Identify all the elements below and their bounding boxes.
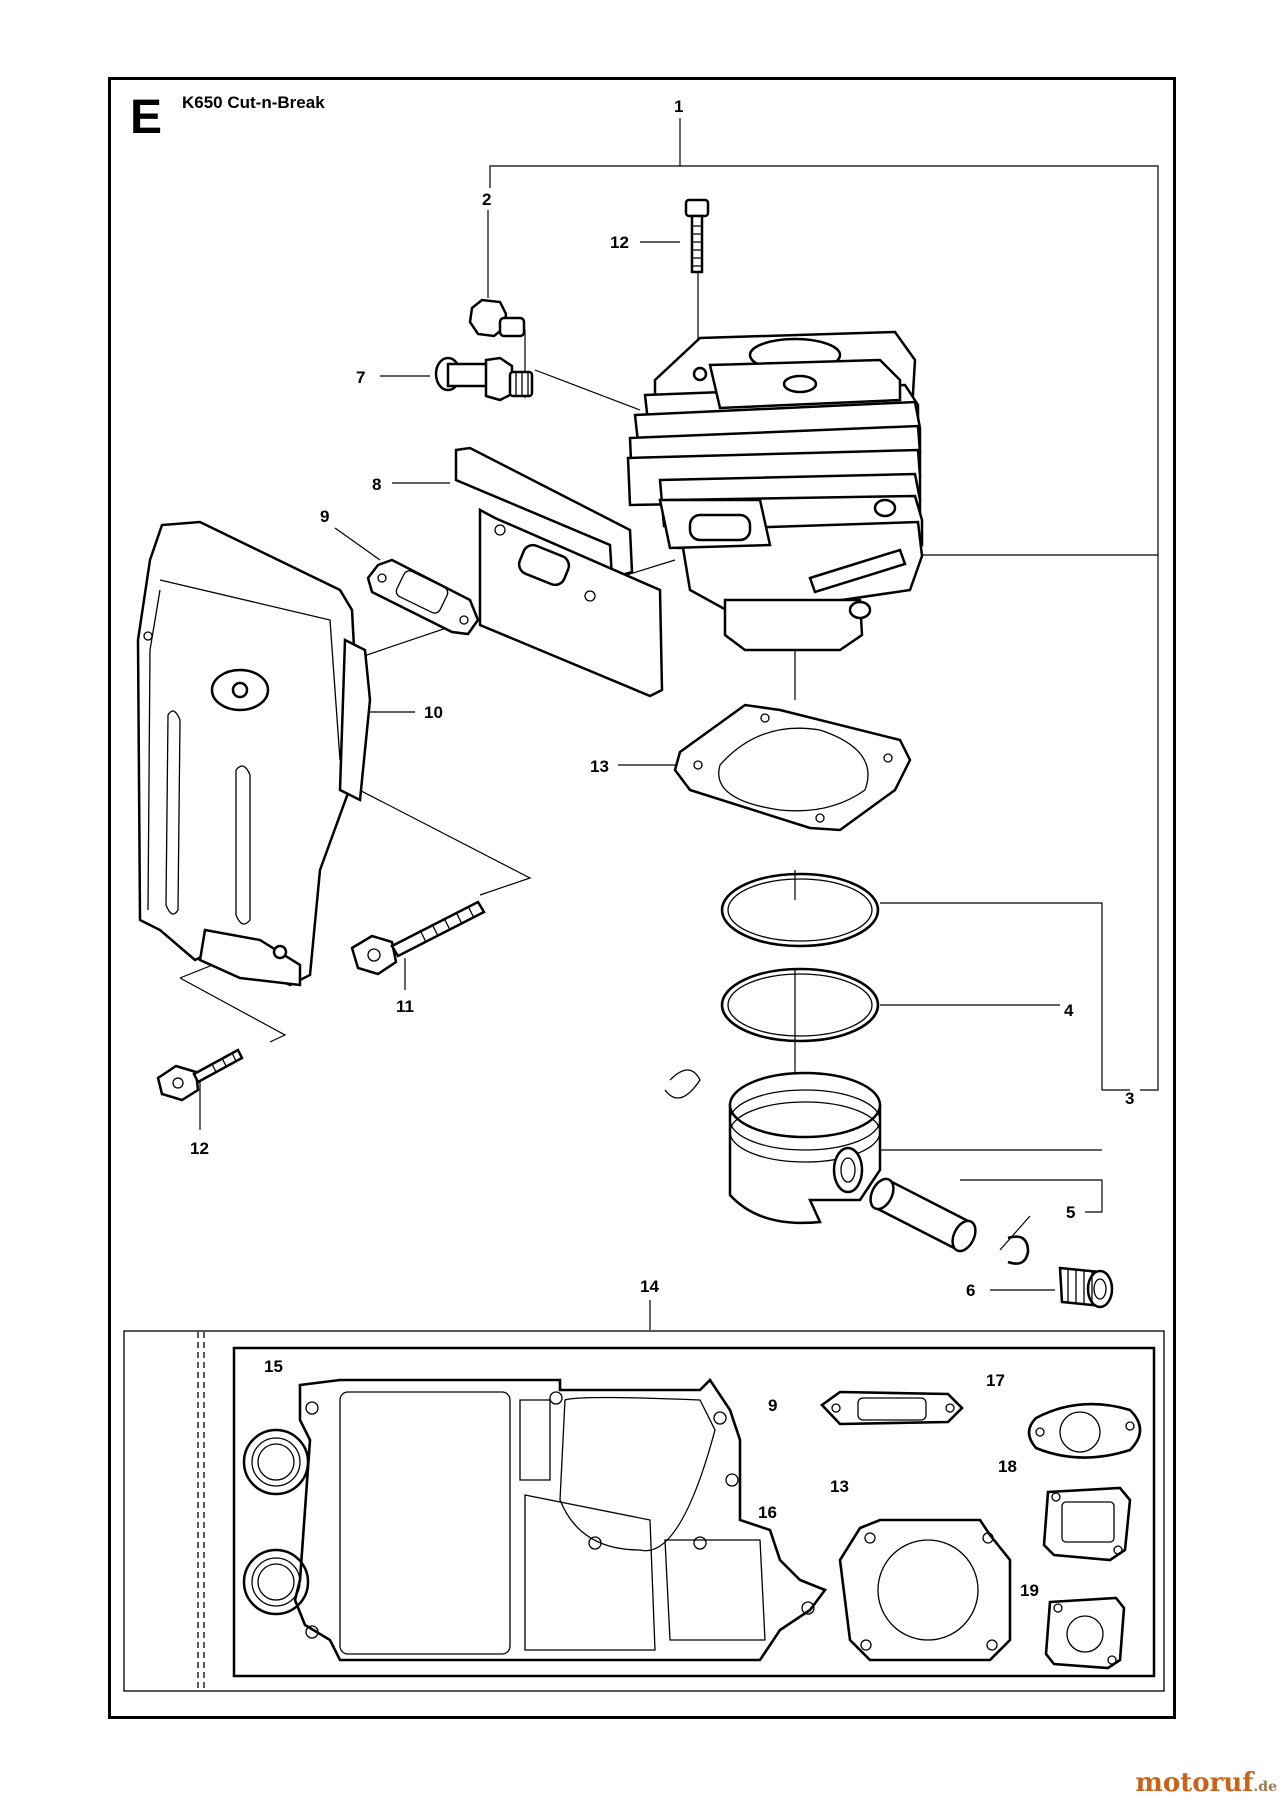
- watermark-brand: motoruf: [1135, 1768, 1254, 1798]
- piston-pin: [869, 1177, 977, 1253]
- decompression-valve-part-7: [434, 356, 534, 402]
- callout-5: 5: [1066, 1203, 1075, 1222]
- diagram-frame: [108, 77, 1176, 1719]
- piston-part: [664, 1069, 882, 1225]
- gasket-kit-part-14: [123, 1330, 1165, 1692]
- callout-12-top: 12: [610, 233, 629, 252]
- exhaust-gasket-part-9: [366, 558, 480, 636]
- callout-3: 3: [1125, 1089, 1134, 1108]
- gasket-part-19: [1044, 1596, 1126, 1670]
- cylinder-gasket-part-13: [673, 703, 912, 832]
- callout-kit-16: 16: [758, 1503, 777, 1522]
- crankcase-gasket-part-16: [293, 1377, 828, 1662]
- circlip-part-5: [1007, 1235, 1030, 1265]
- callout-kit-9: 9: [768, 1396, 777, 1415]
- callout-14: 14: [640, 1277, 659, 1296]
- muffler-plate-part-8: [454, 446, 664, 698]
- kit-exhaust-gasket-part-9: [820, 1390, 964, 1426]
- callout-13: 13: [590, 757, 609, 776]
- section-letter: E: [130, 91, 163, 144]
- model-title: K650 Cut-n-Break: [182, 93, 325, 112]
- watermark-tld: .de: [1253, 1779, 1277, 1795]
- plug-part-2: [468, 298, 526, 338]
- callout-kit-15: 15: [264, 1357, 283, 1376]
- callout-6: 6: [966, 1281, 975, 1300]
- callout-11: 11: [396, 997, 414, 1016]
- crank-seal-lower-part-15: [242, 1548, 310, 1616]
- callout-10: 10: [424, 703, 443, 722]
- callout-1: 1: [674, 97, 683, 116]
- callout-9: 9: [320, 507, 329, 526]
- muffler-part-10: [136, 520, 372, 987]
- crank-seal-upper-part-15: [242, 1428, 310, 1496]
- callout-2: 2: [482, 190, 491, 209]
- callout-4: 4: [1064, 1001, 1074, 1020]
- callout-labels: 1 2 3 4 5 6 7 8 9 10 11 12 12 13 14 15 1…: [190, 97, 1134, 1600]
- kit-cylinder-gasket-part-13: [838, 1518, 1012, 1662]
- cylinder-part: [626, 330, 924, 652]
- callout-kit-17: 17: [986, 1371, 1005, 1390]
- watermark-logo: motoruf.de: [1135, 1768, 1277, 1798]
- piston-ring-upper-part-4: [720, 872, 880, 948]
- cylinder-bolt-top: [684, 198, 710, 274]
- needle-bearing-part-6: [1058, 1266, 1114, 1309]
- muffler-bolt-part-12: [156, 1048, 244, 1102]
- muffler-bolt-part-11: [350, 900, 486, 976]
- callout-kit-19: 19: [1020, 1581, 1039, 1600]
- callout-kit-18: 18: [998, 1457, 1017, 1476]
- callout-12-bottom: 12: [190, 1139, 209, 1158]
- gasket-part-18: [1042, 1486, 1132, 1562]
- callout-7: 7: [356, 368, 365, 387]
- callout-8: 8: [372, 475, 381, 494]
- callout-kit-13: 13: [830, 1477, 849, 1496]
- intake-gasket-part-17: [1027, 1402, 1142, 1459]
- piston-ring-lower-part-4: [720, 967, 880, 1043]
